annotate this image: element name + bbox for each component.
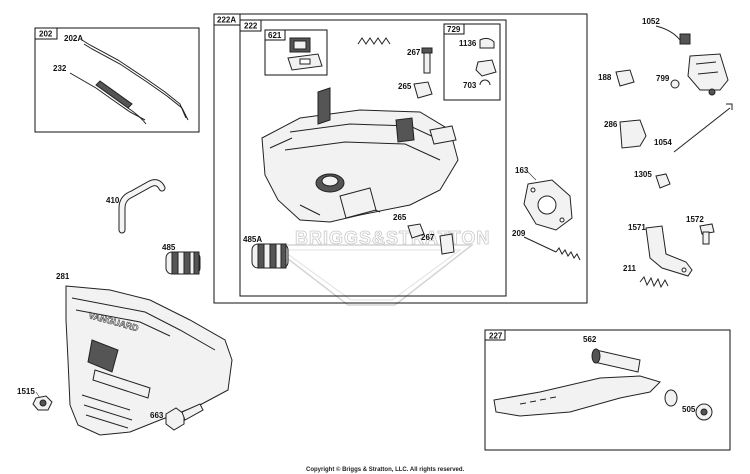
part-label-1515[interactable]: 1515 <box>17 387 35 396</box>
part-label-209[interactable]: 209 <box>512 229 526 238</box>
part-label-1136[interactable]: 1136 <box>459 39 477 48</box>
box-label-222A: 222A <box>217 16 236 25</box>
part-label-799[interactable]: 799 <box>656 74 670 83</box>
box-label-222: 222 <box>244 22 258 31</box>
part-label-265-bottom[interactable]: 265 <box>393 213 407 222</box>
part-label-267-top[interactable]: 267 <box>407 48 421 57</box>
part-label-1305[interactable]: 1305 <box>634 170 652 179</box>
part-1572-bolt: 1572 <box>686 215 715 245</box>
copyright-notice: Copyright © Briggs & Stratton, LLC. All … <box>306 466 465 473</box>
part-286-bracket: 286 <box>604 119 647 149</box>
brand-watermark: BRIGGS&STRATTON <box>267 228 490 306</box>
group-box-222: 222 <box>239 19 507 297</box>
part-267-bolt-bottom: 267 <box>421 233 455 255</box>
part-label-211[interactable]: 211 <box>623 264 636 273</box>
part-label-267-bottom[interactable]: 267 <box>421 233 435 242</box>
part-label-1572[interactable]: 1572 <box>686 215 704 224</box>
part-265-clip-bottom: 265 <box>393 213 425 239</box>
watermark-text: BRIGGS&STRATTON <box>295 228 490 248</box>
part-663-bolt: 663 <box>150 403 204 431</box>
part-label-1054[interactable]: 1054 <box>654 138 672 147</box>
part-label-202A[interactable]: 202A <box>64 34 83 43</box>
part-label-505[interactable]: 505 <box>682 405 696 414</box>
part-spring-top <box>357 37 391 45</box>
group-box-729: 729 1136 703 <box>443 23 501 101</box>
part-1571-bracket: 1571 <box>628 223 693 277</box>
part-485-grommet: 485 <box>162 243 201 275</box>
part-label-562[interactable]: 562 <box>583 335 597 344</box>
part-1052-fuel-solenoid: 1052 <box>642 17 729 96</box>
box-label-729: 729 <box>447 25 461 34</box>
group-box-621: 621 <box>264 29 328 76</box>
part-label-1571[interactable]: 1571 <box>628 223 646 232</box>
part-1305-nut: 1305 <box>634 170 671 189</box>
part-267-bolt-top: 267 <box>407 47 433 74</box>
part-163-gasket: 163 <box>515 166 573 231</box>
part-label-281[interactable]: 281 <box>56 272 70 281</box>
part-label-485A[interactable]: 485A <box>243 235 262 244</box>
part-label-188[interactable]: 188 <box>598 73 612 82</box>
box-label-621: 621 <box>268 31 282 40</box>
part-label-410[interactable]: 410 <box>106 196 120 205</box>
part-label-1052[interactable]: 1052 <box>642 17 660 26</box>
box-label-202: 202 <box>39 30 53 39</box>
box-label-227: 227 <box>489 332 503 341</box>
part-governor-bracket <box>261 87 459 223</box>
part-281-cover: 281 VANGUARD <box>56 272 233 436</box>
part-1054-tie: 1054 <box>654 103 733 153</box>
part-410-tube: 410 <box>106 179 166 234</box>
part-label-663[interactable]: 663 <box>150 411 164 420</box>
part-label-286[interactable]: 286 <box>604 120 618 129</box>
part-label-163[interactable]: 163 <box>515 166 529 175</box>
part-label-703[interactable]: 703 <box>463 81 477 90</box>
part-799-nut: 799 <box>656 74 680 89</box>
part-265-clip-top: 265 <box>398 81 433 99</box>
part-1515-nut: 1515 <box>17 387 53 411</box>
part-label-232[interactable]: 232 <box>53 64 67 73</box>
part-label-485[interactable]: 485 <box>162 243 176 252</box>
part-188-cap: 188 <box>598 69 635 87</box>
group-box-202: 202 202A 232 <box>34 27 200 133</box>
part-211-spring: 211 <box>623 264 669 289</box>
group-box-227: 227 562 505 <box>484 329 731 451</box>
part-label-265-top[interactable]: 265 <box>398 82 412 91</box>
part-209-spring: 209 <box>512 229 581 261</box>
part-485A-grommet: 485A <box>243 235 289 269</box>
